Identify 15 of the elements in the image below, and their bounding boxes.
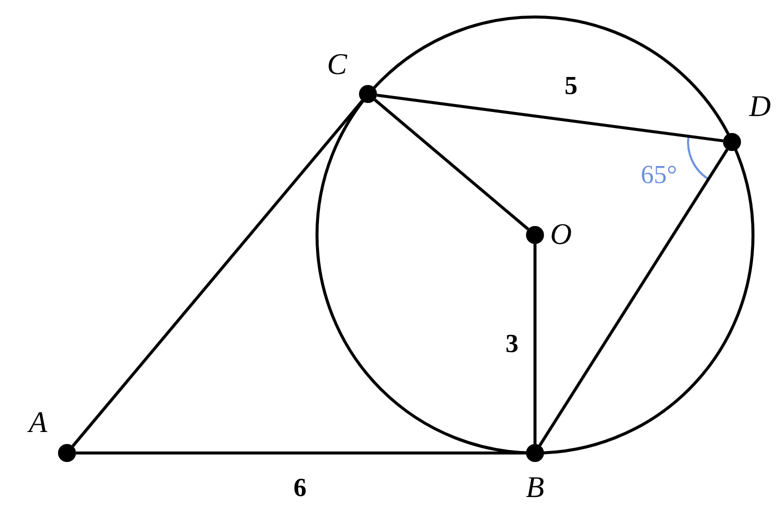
edge-label: 3 bbox=[506, 331, 518, 357]
point-label: D bbox=[749, 92, 771, 122]
line-segment bbox=[376, 94, 724, 142]
point-label: A bbox=[28, 408, 48, 438]
point-label: B bbox=[526, 473, 544, 503]
edge-label: 6 bbox=[294, 475, 306, 501]
line-segment bbox=[76, 452, 526, 454]
line-segment bbox=[538, 148, 728, 446]
line-segment bbox=[72, 100, 364, 448]
angle-label: 65° bbox=[640, 162, 678, 188]
line-segment bbox=[534, 244, 536, 444]
point-label: O bbox=[550, 220, 572, 250]
line-segment bbox=[374, 98, 530, 230]
point-label: C bbox=[327, 50, 347, 80]
edge-label: 5 bbox=[564, 73, 578, 99]
